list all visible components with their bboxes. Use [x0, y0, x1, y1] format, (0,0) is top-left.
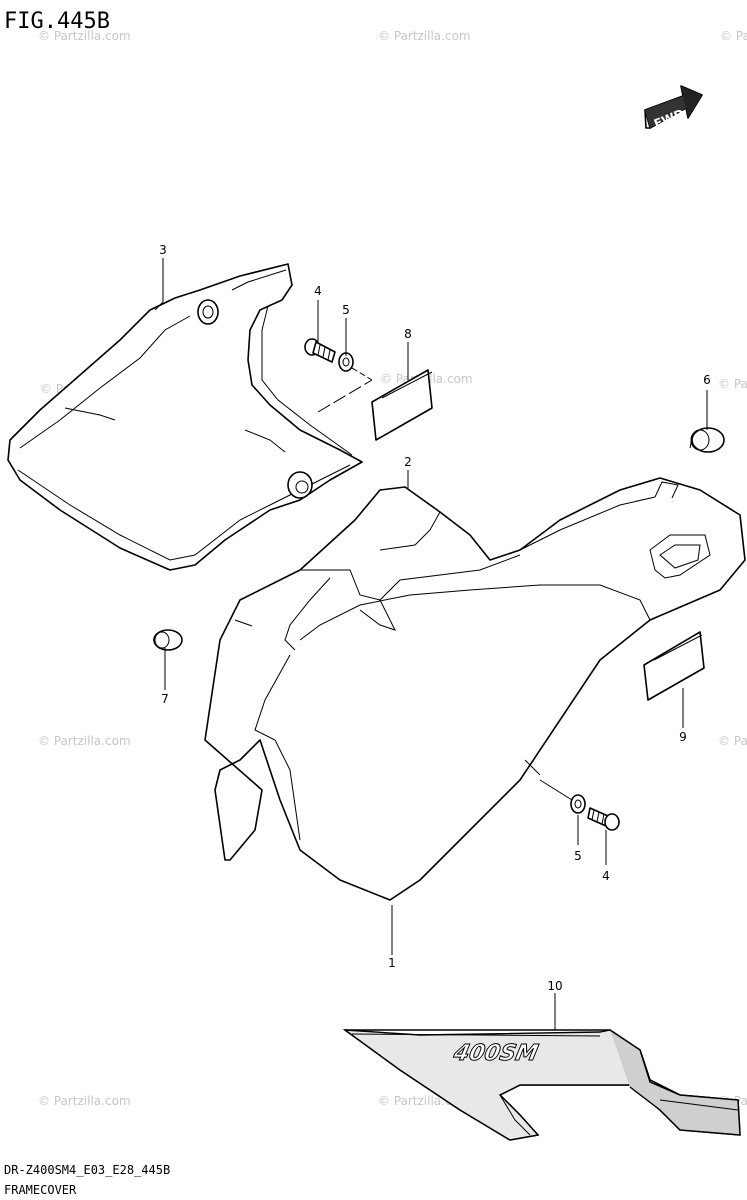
part-2-frame-cover: [204, 477, 746, 901]
callout-3: 3: [159, 243, 167, 257]
callout-10: 10: [547, 979, 562, 993]
watermarks: © Partzilla.com © Partzilla.com © Partzi…: [38, 29, 747, 1108]
callout-5-lower: 5: [574, 849, 582, 863]
watermark: © Partzilla.com: [38, 734, 131, 748]
decal-text: 400SM: [450, 1040, 540, 1066]
watermark: © Partzilla.com: [38, 29, 131, 43]
part-4-bolt-upper: [304, 338, 336, 363]
figure-title: FIG.445B: [4, 9, 110, 34]
part-9-pad: [643, 631, 705, 701]
callout-5: 5: [342, 303, 350, 317]
assembly-line: [317, 379, 373, 413]
figure-code: DR-Z400SM4_E03_E28_445B: [4, 1163, 170, 1177]
callout-1: 1: [388, 956, 396, 970]
callout-9: 9: [679, 730, 687, 744]
part-10-decal: 400SM: [342, 1029, 741, 1141]
watermark: © Partzilla.com: [38, 1094, 131, 1108]
callout-2: 2: [404, 455, 412, 469]
callout-4: 4: [314, 284, 322, 298]
callout-6: 6: [703, 373, 711, 387]
part-4-bolt-lower: [587, 807, 620, 831]
part-3-frame-cover-upper: [7, 263, 363, 571]
callouts: 2 1 3 4 5 8 6 7 9 5 4 10: [159, 243, 711, 993]
watermark: © Partzilla.com: [718, 734, 747, 748]
figure-caption: FRAMECOVER: [4, 1183, 77, 1197]
part-8-pad: [371, 369, 433, 441]
part-6-grommet: [689, 427, 725, 453]
watermark: © Partzilla.com: [720, 29, 747, 43]
assembly-line: [539, 779, 573, 801]
part-7-grommet: [153, 629, 183, 651]
watermark: © Partzilla.com: [378, 29, 471, 43]
part-5-washer-lower: [570, 794, 586, 814]
callout-8: 8: [404, 327, 412, 341]
fwd-arrow-icon: FWD: [644, 85, 703, 131]
watermark: © Partzilla.com: [718, 377, 747, 391]
callout-7: 7: [161, 692, 169, 706]
assembly-line: [351, 367, 373, 381]
leader-lines: [154, 258, 708, 1030]
callout-4-lower: 4: [602, 869, 610, 883]
